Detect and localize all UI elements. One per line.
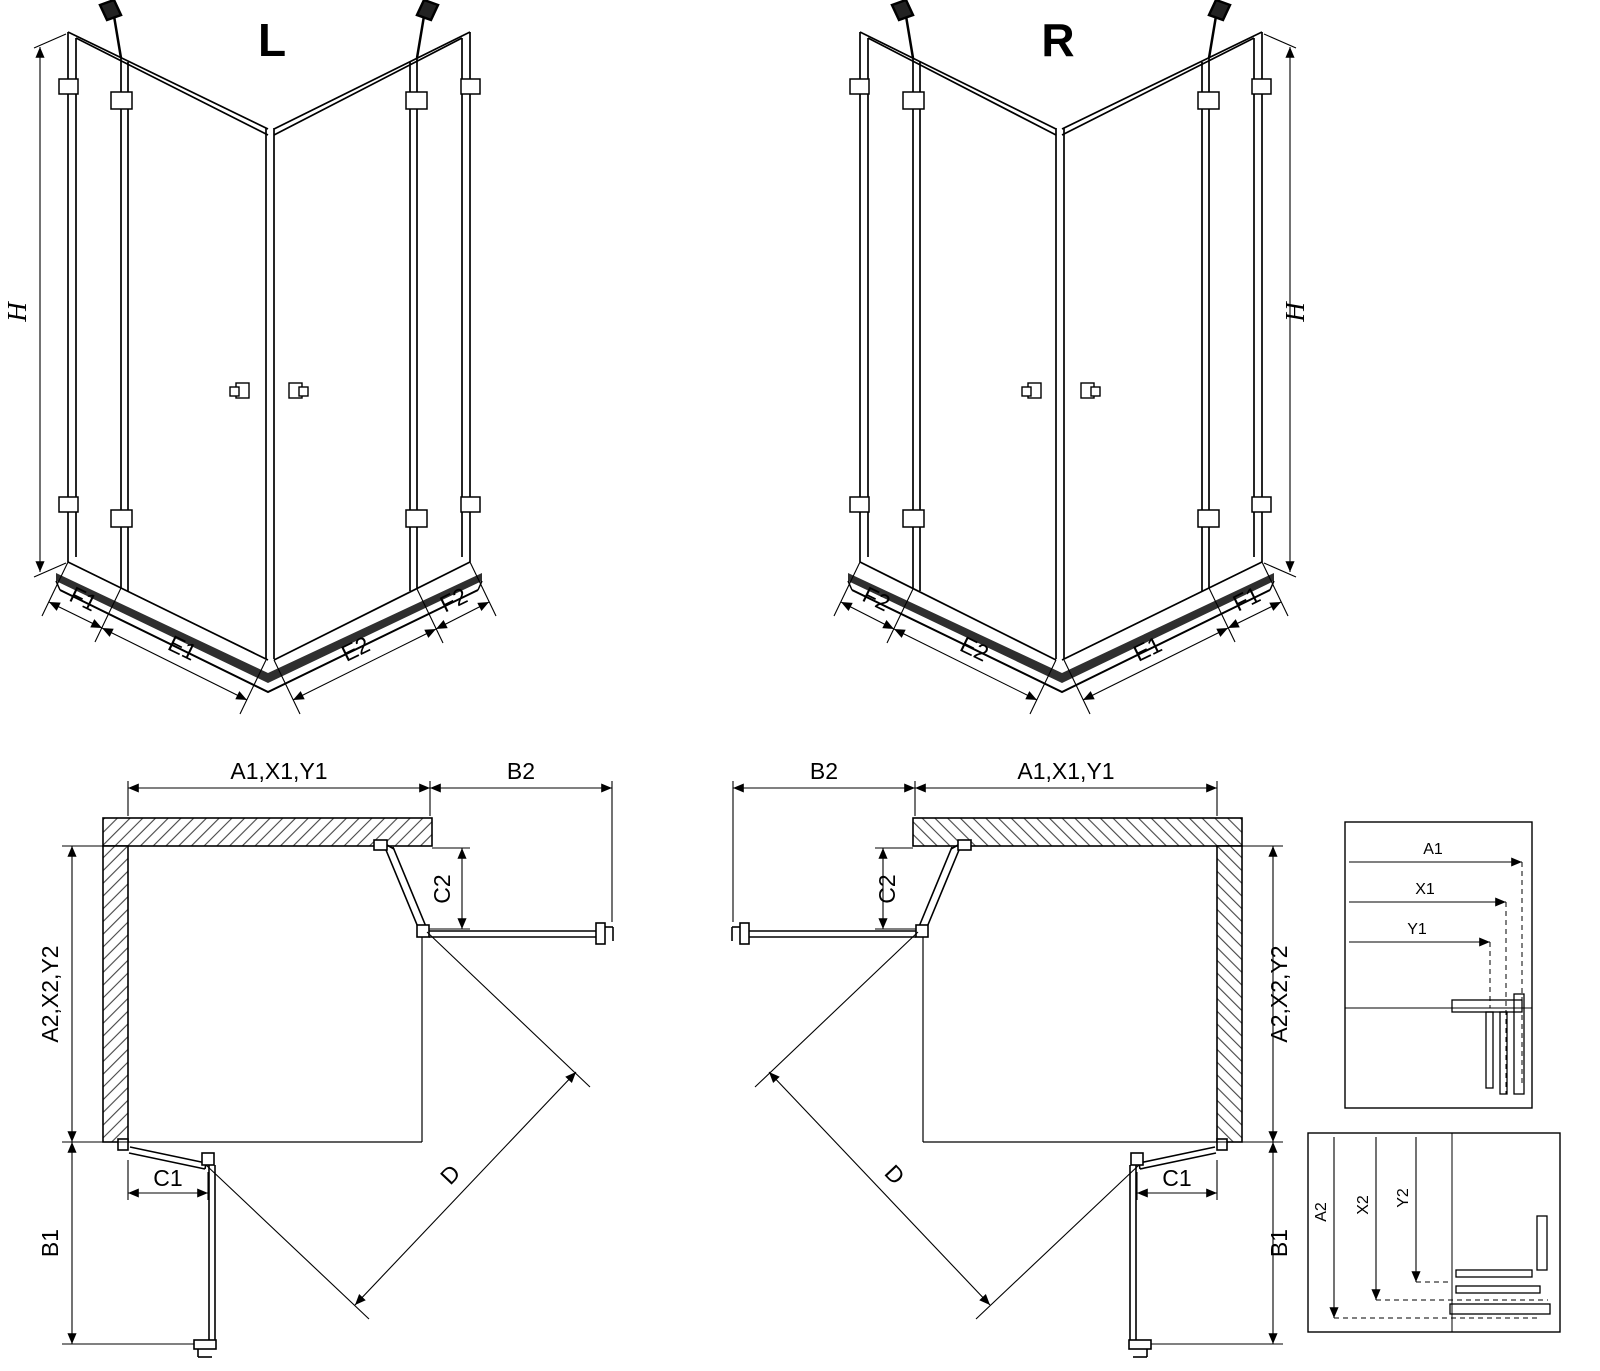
- detail-label-x1: X1: [1415, 881, 1435, 898]
- detail-box-depth: A2 X2 Y2: [1307, 1132, 1561, 1333]
- dim-label-b2-right-plan: B2: [810, 758, 838, 784]
- detail-box-width: A1 X1 Y1: [1344, 821, 1533, 1109]
- view-title-right: R: [1041, 14, 1074, 66]
- view-title-left: L: [258, 14, 286, 66]
- dim-label-b1-right-plan: B1: [1266, 1229, 1292, 1257]
- detail-label-y2: Y2: [1395, 1188, 1412, 1208]
- dim-label-c2-left-plan: C2: [429, 874, 455, 903]
- wall-profile-section: [1451, 993, 1525, 1095]
- dim-label-a1x1y1-right-plan: A1,X1,Y1: [1017, 758, 1114, 784]
- dim-label-c1-left-plan: C1: [153, 1165, 182, 1191]
- dim-label-a1x1y1-left-plan: A1,X1,Y1: [230, 758, 327, 784]
- dim-label-a2x2y2-right-plan: A2,X2,Y2: [1266, 945, 1292, 1042]
- detail-label-y1: Y1: [1407, 921, 1427, 938]
- wall-profile-section: [1449, 1215, 1551, 1315]
- detail-label-x2: X2: [1355, 1195, 1372, 1215]
- detail-label-a1: A1: [1423, 841, 1443, 858]
- dim-label-c1-right-plan: C1: [1162, 1165, 1191, 1191]
- detail-label-a2: A2: [1313, 1202, 1330, 1222]
- dim-label-c2-right-plan: C2: [874, 874, 900, 903]
- dim-label-height-left: H: [2, 301, 32, 323]
- dim-label-b2-left-plan: B2: [507, 758, 535, 784]
- dim-label-b1-left-plan: B1: [37, 1229, 63, 1257]
- dim-label-height-right: H: [1280, 301, 1310, 323]
- dim-label-a2x2y2-left-plan: A2,X2,Y2: [37, 945, 63, 1042]
